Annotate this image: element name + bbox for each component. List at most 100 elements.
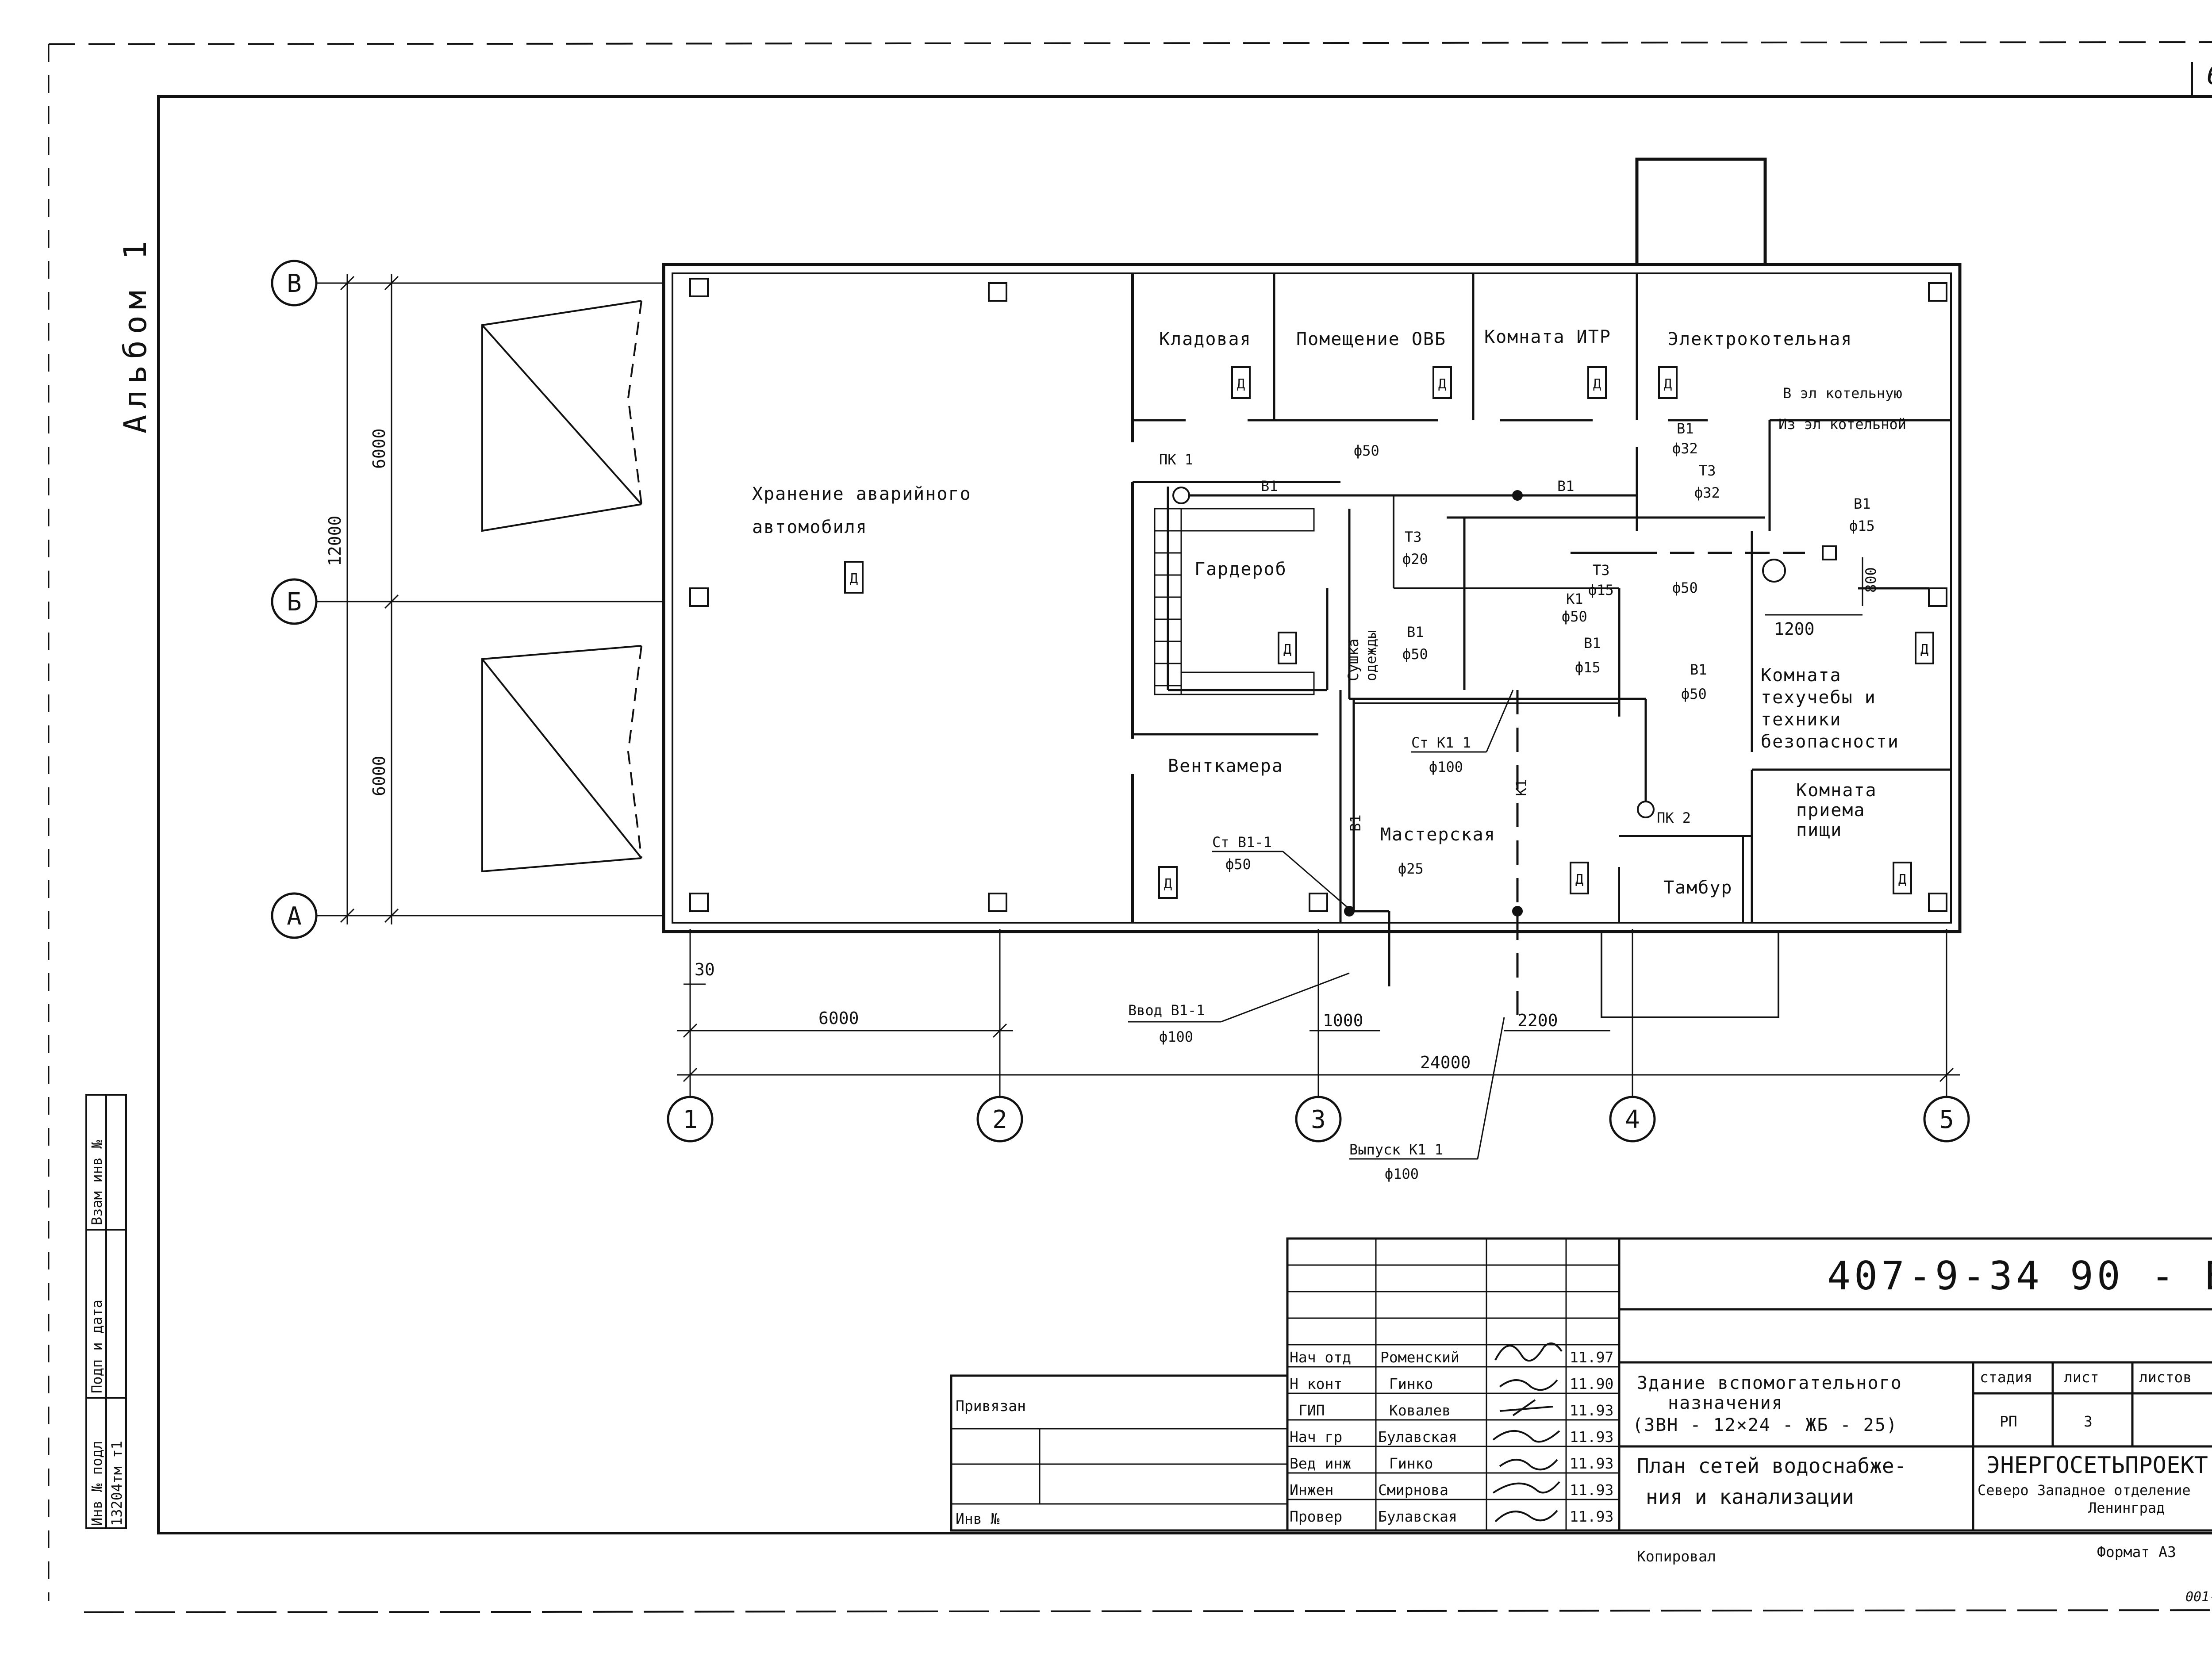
room-vestibule: Тамбур [1663, 878, 1733, 898]
org-line3: Ленинград [2088, 1499, 2165, 1516]
axis-marker-b [271, 578, 318, 625]
structural-columns [689, 278, 1947, 912]
label-b1-right: В1 [1690, 661, 1707, 678]
label-d50-main: ф50 [1354, 442, 1379, 459]
dim-24000: 24000 [1420, 1053, 1471, 1072]
drain-label: Д [1664, 376, 1672, 392]
side-inv-podl: Инв № подл [88, 1441, 105, 1526]
hydrant-pk1 [1172, 487, 1190, 504]
label-b1-boiler: В1 [1854, 495, 1871, 512]
axis-label-a: А [287, 902, 302, 931]
axis-marker-1 [667, 1096, 714, 1143]
label-b1-main: В1 [1261, 478, 1278, 495]
label-d50-right: ф50 [1681, 686, 1707, 702]
sig-role: Нач отд [1290, 1349, 1351, 1366]
drain-label: Д [1920, 642, 1928, 657]
room-drying-2: одежды [1363, 630, 1379, 681]
label-b1-shower: В1 [1584, 635, 1601, 652]
label-d50-k1: ф50 [1562, 608, 1587, 625]
format-note: Формат А3 [2097, 1543, 2176, 1561]
label-t3-2: Т3 [1593, 562, 1610, 579]
drain-label: Д [1237, 376, 1245, 392]
wardrobe-hatch [1154, 508, 1315, 695]
sig-date: 11.90 [1570, 1375, 1613, 1392]
side-podl-date: Подп и дата [88, 1300, 105, 1393]
sig-name: Гинко [1389, 1375, 1433, 1392]
label-pk1: ПК 1 [1159, 451, 1193, 468]
room-drying-1: Сушка [1345, 639, 1362, 681]
axis-label-4: 4 [1625, 1105, 1640, 1134]
tied-label: Привязан [956, 1397, 1026, 1415]
label-b1-main2: В1 [1557, 478, 1575, 495]
sheet-title-line2: ния и канализации [1646, 1485, 1854, 1509]
sig-role: Провер [1290, 1508, 1342, 1525]
sig-name: Булавская [1378, 1508, 1457, 1525]
label-d100-st: ф100 [1429, 759, 1463, 775]
sheet-title-line1: План сетей водоснабже- [1637, 1454, 1906, 1478]
axis-marker-5 [1923, 1096, 1970, 1143]
building-walls [662, 157, 1962, 1018]
stage-value: РП [2000, 1413, 2017, 1430]
building-line2: назначения [1668, 1393, 1783, 1413]
axis-lines [310, 282, 1947, 1097]
sheet-header: лист [2064, 1369, 2099, 1386]
sig-role: Н конт [1290, 1375, 1342, 1392]
dim-6000-bottom: 6000 [369, 755, 389, 796]
room-safety-4: безопасности [1761, 732, 1899, 752]
label-st-k1: Ст К1 1 [1411, 734, 1471, 751]
axis-marker-3 [1295, 1096, 1342, 1143]
label-d25: ф25 [1398, 860, 1424, 877]
sig-date: 11.97 [1570, 1349, 1613, 1366]
label-t3: Т3 [1405, 529, 1422, 545]
room-boiler: Электрокотельная [1668, 329, 1852, 349]
room-ovb: Помещение ОВБ [1296, 329, 1446, 349]
dim-6000-h: 6000 [818, 1009, 859, 1028]
label-d50-wardrobe: ф50 [1402, 646, 1428, 663]
sig-role: Вед инж [1290, 1455, 1351, 1472]
drain-label: Д [1164, 876, 1172, 892]
room-food-3: пищи [1796, 820, 1842, 840]
sig-name: Ковалев [1389, 1402, 1451, 1419]
sig-name: Булавская [1378, 1428, 1457, 1446]
sig-name: Гинко [1389, 1455, 1433, 1472]
leader-lines [1128, 690, 1514, 1160]
room-ventchamber: Венткамера [1168, 756, 1283, 776]
room-wardrobe: Гардероб [1194, 559, 1287, 579]
axis-label-v: В [287, 269, 302, 298]
label-b1-top: В1 [1677, 420, 1694, 437]
label-d15-2: ф15 [1588, 582, 1614, 598]
sig-name: Смирнова [1378, 1481, 1448, 1499]
sig-date: 11.93 [1570, 1428, 1613, 1446]
dim-1000: 1000 [1323, 1011, 1363, 1030]
label-to-boiler: В эл котельную [1783, 385, 1902, 402]
signature-scribbles [1492, 1342, 1563, 1522]
label-d15-shower: ф15 [1575, 659, 1601, 676]
label-b1-workshop: В1 [1347, 814, 1364, 832]
label-d100-outlet: ф100 [1385, 1166, 1419, 1182]
org-line2: Северо Западное отделение [1978, 1482, 2191, 1499]
sheet-frame [48, 41, 2212, 1613]
drain-label: Д [1575, 872, 1583, 887]
sheet-value: 3 [2084, 1413, 2093, 1430]
hydrant-pk2 [1637, 801, 1655, 818]
drain-label: Д [850, 571, 858, 587]
sheets-header: листов [2139, 1369, 2192, 1386]
drain-label: Д [1898, 872, 1906, 887]
room-safety-3: техники [1761, 709, 1842, 730]
dim-6000-top: 6000 [369, 428, 389, 469]
floor-drain-markers [844, 366, 1934, 899]
stage-header: стадия [1980, 1369, 2032, 1386]
axis-marker-4 [1609, 1096, 1656, 1143]
side-inv-value: 13204тм т1 [108, 1441, 125, 1526]
sig-date: 11.93 [1570, 1402, 1613, 1419]
sig-date: 11.93 [1570, 1508, 1613, 1525]
title-block-grid [950, 1237, 2212, 1532]
label-t3-top: Т3 [1699, 462, 1716, 479]
signature-rows: Нач отд Роменский 11.97 Н конт Гинко 11.… [1290, 1349, 1613, 1525]
label-k1-workshop: К1 [1513, 779, 1530, 796]
axis-marker-2 [976, 1096, 1023, 1143]
pipe-fittings [1172, 487, 1837, 917]
corner-note: 001-01 [2185, 1589, 2212, 1605]
room-itr: Комната ИТР [1484, 327, 1611, 347]
